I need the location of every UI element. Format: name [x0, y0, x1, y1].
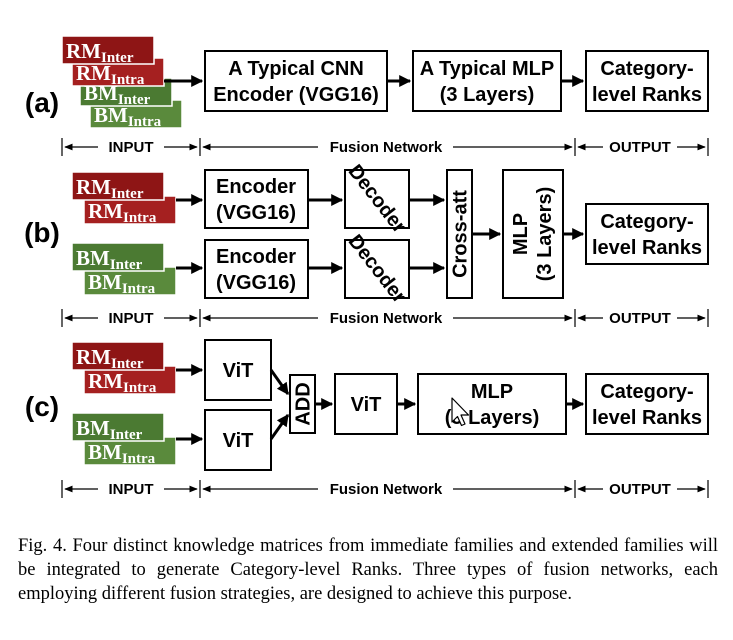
row-b-label: (b): [24, 217, 60, 248]
svg-text:(3 Layers): (3 Layers): [445, 407, 540, 429]
row-c-bm-stack: BMIntra BMInter: [71, 412, 177, 467]
box-cnn-encoder: A Typical CNN Encoder (VGG16): [204, 50, 388, 112]
arrow: [269, 369, 290, 395]
svg-text:OUTPUT: OUTPUT: [609, 139, 671, 156]
box-mlp: MLP (3 Layers): [417, 373, 567, 435]
svg-text:OUTPUT: OUTPUT: [609, 481, 671, 498]
svg-text:RMInter: RMInter: [76, 175, 144, 202]
matrix-rm-inter: RMInter: [61, 35, 155, 66]
svg-text:level Ranks: level Ranks: [592, 84, 702, 106]
svg-text:INPUT: INPUT: [109, 139, 154, 156]
svg-text:RMInter: RMInter: [76, 345, 144, 372]
arrow: [269, 414, 290, 440]
row-c: (c) RMIntra RMInter BMIntra BMInter ViT …: [25, 339, 709, 471]
svg-text:BMInter: BMInter: [76, 416, 143, 443]
box-encoder-top: Encoder (VGG16): [204, 169, 309, 229]
box-decoder-bottom: Decoder: [344, 231, 411, 308]
fusion-diagram: (a) BMIntra BMInter RMIntra RMInter A Ty: [24, 35, 709, 498]
svg-text:level Ranks: level Ranks: [592, 237, 702, 259]
svg-text:Encoder: Encoder: [216, 176, 296, 198]
box-output: Category- level Ranks: [585, 50, 709, 112]
svg-text:RMInter: RMInter: [66, 39, 134, 66]
row-c-rm-stack: RMIntra RMInter: [71, 341, 177, 396]
svg-text:(VGG16): (VGG16): [216, 202, 296, 224]
section-bar-c: INPUT Fusion Network OUTPUT: [61, 480, 709, 498]
svg-text:(3 Layers): (3 Layers): [440, 84, 535, 106]
svg-text:INPUT: INPUT: [109, 310, 154, 327]
svg-text:BMIntra: BMIntra: [88, 270, 156, 297]
svg-text:MLP: MLP: [510, 213, 532, 255]
svg-text:A Typical MLP: A Typical MLP: [420, 58, 554, 80]
svg-text:level Ranks: level Ranks: [592, 407, 702, 429]
svg-text:Fusion Network: Fusion Network: [330, 139, 443, 156]
row-a-matrix-stack: BMIntra BMInter RMIntra RMInter: [61, 35, 183, 130]
figure-caption: Fig. 4. Four distinct knowledge matrices…: [18, 536, 718, 604]
svg-text:MLP: MLP: [471, 381, 513, 403]
box-output: Category- level Ranks: [585, 373, 709, 435]
box-encoder-bottom: Encoder (VGG16): [204, 239, 309, 299]
svg-text:RMIntra: RMIntra: [88, 369, 157, 396]
box-cross-attention: Cross-att: [446, 169, 473, 299]
svg-text:Encoder: Encoder: [216, 246, 296, 268]
svg-text:Encoder (VGG16): Encoder (VGG16): [213, 84, 379, 106]
box-vit-bottom: ViT: [204, 409, 272, 471]
svg-text:A Typical CNN: A Typical CNN: [228, 58, 364, 80]
svg-text:Category-: Category-: [600, 211, 693, 233]
svg-text:RMIntra: RMIntra: [76, 61, 145, 88]
box-add: ADD: [289, 374, 316, 434]
svg-text:ADD: ADD: [293, 382, 315, 425]
box-vit-fusion: ViT: [334, 373, 398, 435]
svg-text:(VGG16): (VGG16): [216, 272, 296, 294]
svg-text:Fusion Network: Fusion Network: [330, 481, 443, 498]
row-c-label: (c): [25, 391, 59, 422]
box-mlp: A Typical MLP (3 Layers): [412, 50, 562, 112]
svg-text:ViT: ViT: [351, 394, 382, 416]
svg-text:BMIntra: BMIntra: [88, 440, 156, 467]
svg-text:Category-: Category-: [600, 381, 693, 403]
row-a: (a) BMIntra BMInter RMIntra RMInter A Ty: [25, 35, 709, 130]
svg-text:Fusion Network: Fusion Network: [330, 310, 443, 327]
svg-text:OUTPUT: OUTPUT: [609, 310, 671, 327]
section-bar-a: INPUT Fusion Network OUTPUT: [61, 138, 709, 156]
box-decoder-top: Decoder: [344, 161, 411, 238]
box-vit-top: ViT: [204, 339, 272, 401]
svg-text:ViT: ViT: [223, 360, 254, 382]
svg-text:RMIntra: RMIntra: [88, 199, 157, 226]
box-mlp-vertical: MLP (3 Layers): [502, 169, 564, 299]
section-bar-b: INPUT Fusion Network OUTPUT: [61, 309, 709, 327]
svg-text:ViT: ViT: [223, 430, 254, 452]
row-a-label: (a): [25, 87, 59, 118]
row-b: (b) RMIntra RMInter BMIntra BMInter Enco…: [24, 161, 709, 308]
svg-text:Category-: Category-: [600, 58, 693, 80]
svg-text:INPUT: INPUT: [109, 481, 154, 498]
svg-text:Cross-att: Cross-att: [450, 190, 472, 278]
row-b-bm-stack: BMIntra BMInter: [71, 242, 177, 297]
row-b-rm-stack: RMIntra RMInter: [71, 171, 177, 226]
svg-text:BMIntra: BMIntra: [94, 103, 162, 130]
box-output: Category- level Ranks: [585, 203, 709, 265]
svg-text:(3 Layers): (3 Layers): [534, 187, 556, 282]
mouse-cursor-icon: [451, 397, 470, 427]
svg-text:BMInter: BMInter: [76, 246, 143, 273]
